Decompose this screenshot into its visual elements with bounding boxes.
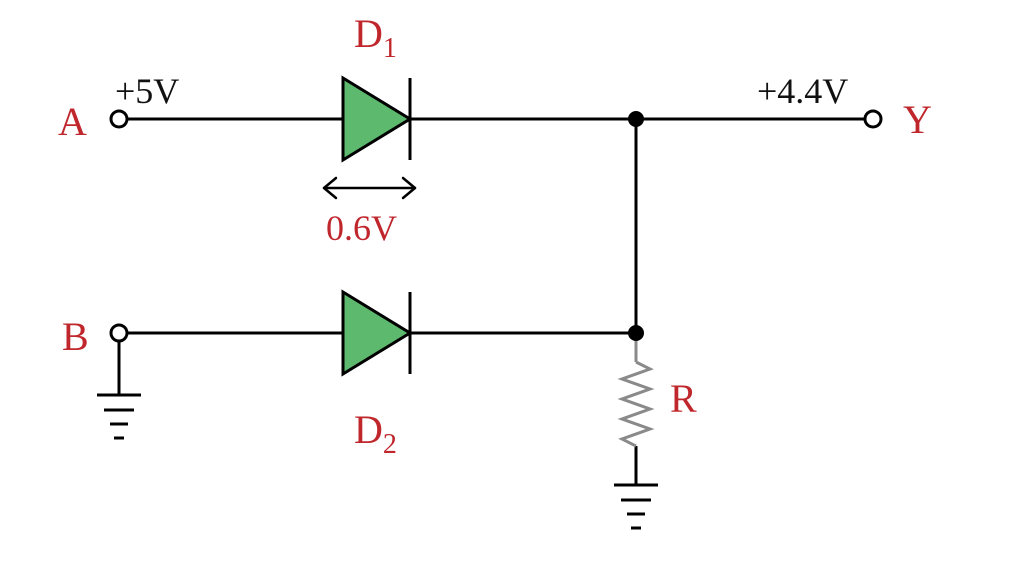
label-diode-d2: D2 [354, 407, 397, 460]
terminal-a [109, 109, 129, 129]
terminal-b [109, 323, 129, 343]
label-diode-d1: D1 [354, 11, 397, 64]
ground-symbol-r [614, 483, 658, 530]
resistor-r [617, 341, 655, 448]
label-input-a: A [58, 99, 87, 144]
label-output-y: Y [903, 97, 932, 142]
label-diode-d2-letter: D [354, 407, 383, 452]
label-diode-d1-subscript: 1 [383, 33, 397, 64]
arrowhead-right [401, 176, 417, 200]
junction-top [628, 111, 644, 127]
diode-d1-triangle [341, 75, 413, 163]
label-diode-d1-letter: D [354, 11, 383, 56]
label-input-a-voltage: +5V [115, 71, 179, 111]
label-input-b: B [62, 314, 89, 359]
label-output-voltage: +4.4V [757, 71, 848, 111]
diode-d1 [341, 75, 413, 163]
diode-d2 [341, 289, 413, 377]
label-resistor: R [670, 376, 697, 421]
junction-bottom [628, 325, 644, 341]
resistor-zigzag [617, 360, 655, 448]
voltage-drop-arrow [322, 176, 417, 200]
terminal-y [863, 109, 883, 129]
ground-symbol-b [97, 393, 141, 440]
arrowhead-left [322, 176, 338, 200]
wires [117, 117, 866, 485]
label-diode-drop: 0.6V [326, 208, 397, 248]
diode-d2-triangle [341, 289, 413, 377]
label-diode-d2-subscript: 2 [383, 429, 397, 460]
